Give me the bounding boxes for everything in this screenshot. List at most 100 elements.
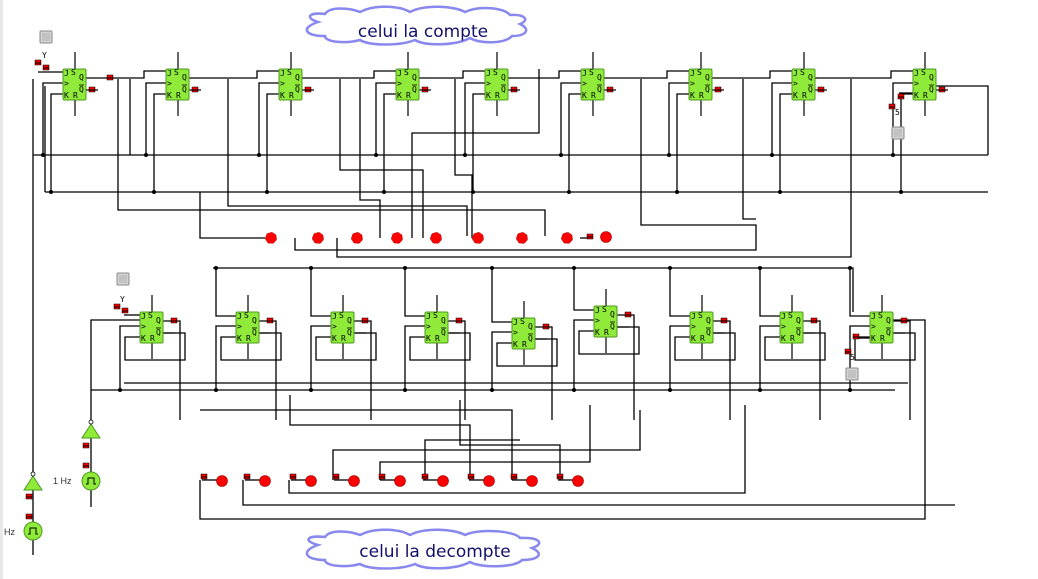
junction-dot: [49, 190, 53, 194]
flipflop-body: [139, 311, 164, 344]
clock-2[interactable]: [81, 471, 101, 491]
pin-r-label: R: [923, 91, 928, 100]
wire: [294, 79, 757, 251]
pin-clk-label: >: [513, 328, 518, 337]
pin-q-label: Q: [796, 316, 801, 325]
led-icon: [437, 475, 449, 487]
junction-dot: [668, 388, 672, 392]
wire: [86, 70, 166, 79]
junction-dot: [675, 190, 679, 194]
pin-k-label: K: [793, 91, 798, 100]
pin-clk-label: >: [595, 316, 600, 325]
wire: [153, 93, 166, 192]
pin-clk-label: >: [280, 79, 285, 88]
pin-qbar-label: Q: [929, 85, 934, 94]
junction-dot: [567, 190, 571, 194]
pin-k-label: K: [595, 328, 600, 337]
wire: [315, 332, 377, 361]
wire: [242, 480, 955, 506]
wire: [535, 326, 553, 420]
junction-dot: [770, 153, 774, 157]
led-icon: [483, 475, 495, 487]
led-icon: [259, 475, 271, 487]
bottom-count-led-8: [526, 475, 538, 487]
vcc-label: Y: [120, 295, 125, 304]
decoder-gate-8: [561, 232, 573, 244]
gnd-label: 5: [850, 353, 855, 362]
wire: [354, 320, 372, 420]
led-icon: [305, 475, 317, 487]
pin-s-label: S: [244, 311, 249, 320]
wire: [676, 93, 689, 192]
led-icon: [472, 232, 484, 244]
junction-dot: [758, 388, 762, 392]
pin-clk-label: >: [690, 79, 695, 88]
wire: [163, 320, 181, 420]
wire: [815, 70, 913, 79]
pin-s-label: S: [520, 317, 525, 326]
pin-clk-label: >: [486, 79, 491, 88]
pin-j-label: J: [871, 312, 876, 321]
wire: [560, 82, 581, 155]
pin-qbar-label: Q: [156, 328, 161, 337]
pin-r-label: R: [73, 91, 78, 100]
pin-k-label: K: [871, 334, 876, 343]
led-icon: [351, 232, 363, 244]
bottom-count-led-1: [216, 475, 228, 487]
flipflop-body: [165, 68, 190, 101]
cloud-bottom-shape: [305, 528, 541, 570]
flipflop-body: [689, 311, 714, 344]
pin-q-label: Q: [441, 316, 446, 325]
pin-j-label: J: [914, 69, 919, 78]
flipflop-body: [395, 68, 420, 101]
pin-q-label: Q: [347, 316, 352, 325]
switch-face: [894, 129, 902, 137]
pin-j-label: J: [595, 306, 600, 315]
decoder-gate-4: [391, 232, 403, 244]
wire: [803, 320, 821, 420]
pin-qbar-label: Q: [79, 85, 84, 94]
pin-j-label: J: [486, 69, 491, 78]
clock-1[interactable]: [23, 521, 43, 541]
cloud-bottom-label: celui la decompte: [359, 542, 510, 562]
junction-dot: [490, 266, 494, 270]
junction-dot: [667, 153, 671, 157]
wire: [573, 319, 594, 390]
wire: [604, 70, 689, 79]
wire: [849, 268, 870, 317]
wire: [302, 70, 396, 79]
wire: [411, 69, 540, 238]
pin-clk-label: >: [332, 322, 337, 331]
pin-r-label: R: [176, 91, 181, 100]
wire: [459, 400, 561, 480]
flipflop-body: [424, 311, 449, 344]
pin-j-label: J: [582, 69, 587, 78]
pin-s-label: S: [878, 311, 883, 320]
clock-1-label: Hz: [4, 527, 15, 537]
wire: [404, 268, 425, 317]
wire: [779, 93, 792, 192]
pin-j-label: J: [64, 69, 69, 78]
vcc-label: Y: [42, 51, 47, 60]
wire: [472, 93, 485, 192]
junction-dot: [152, 190, 156, 194]
